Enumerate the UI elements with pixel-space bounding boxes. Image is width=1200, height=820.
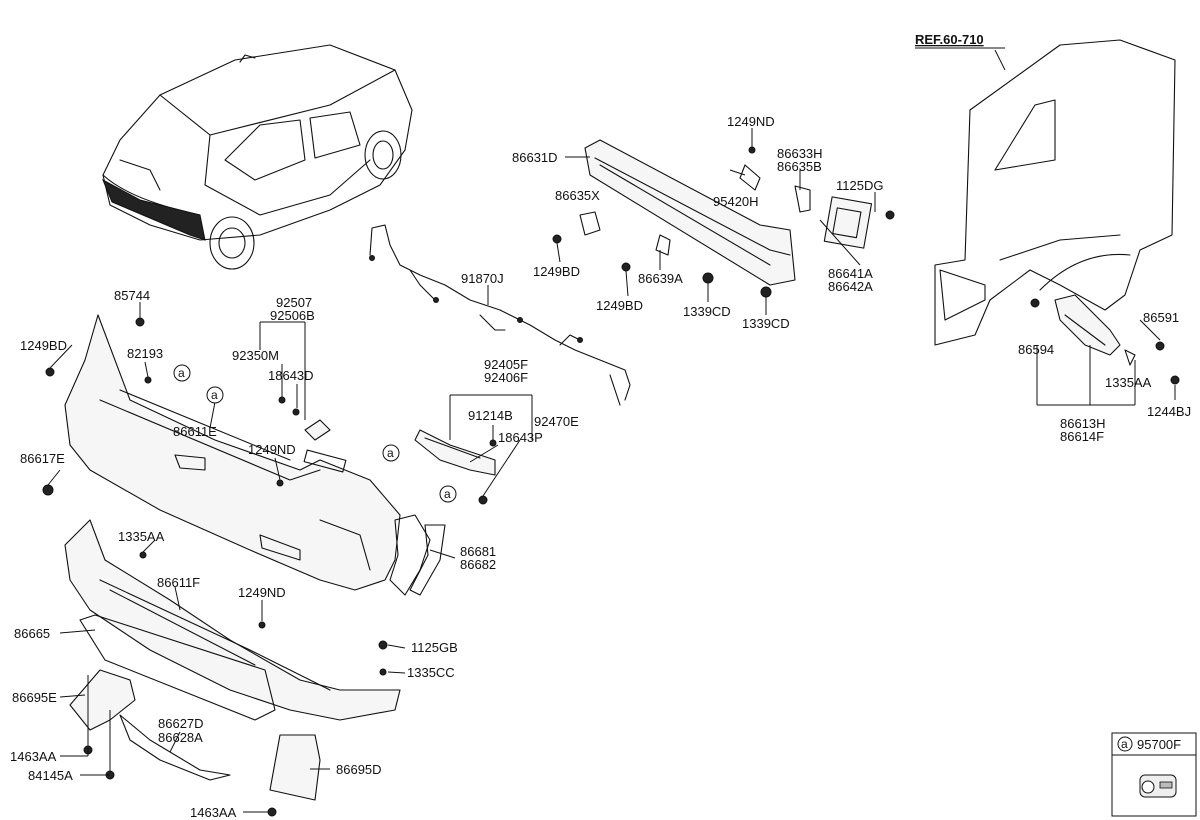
- label-86633H: 86633H: [777, 146, 823, 161]
- fasteners: [42, 317, 388, 676]
- label-86695E: 86695E: [12, 690, 57, 705]
- quarter-panel-illustration: [934, 39, 1176, 346]
- label-86695D: 86695D: [336, 762, 382, 777]
- skid-plate: [79, 614, 276, 721]
- label-1249ND-mid: 1249ND: [248, 442, 296, 457]
- label-1244BJ: 1244BJ: [1147, 404, 1191, 419]
- label-1249BD-b: 1249BD: [596, 298, 643, 313]
- label-1249ND-top: 1249ND: [727, 114, 775, 129]
- side-bracket: [1030, 294, 1180, 385]
- label-86682: 86682: [460, 557, 496, 572]
- label-1249ND-low: 1249ND: [238, 585, 286, 600]
- label-92507: 92507: [276, 295, 312, 310]
- ref-label: REF.60-710: [915, 32, 984, 47]
- label-1339CD-a: 1339CD: [683, 304, 731, 319]
- label-86631D: 86631D: [512, 150, 558, 165]
- label-86591: 86591: [1143, 310, 1179, 325]
- license-lamp: [278, 396, 331, 441]
- label-91870J: 91870J: [461, 271, 504, 286]
- label-86665: 86665: [14, 626, 50, 641]
- lower-brackets: [69, 669, 321, 817]
- label-86628A: 86628A: [158, 730, 203, 745]
- label-85744: 85744: [114, 288, 150, 303]
- label-86642A: 86642A: [828, 279, 873, 294]
- reflector-lamp: [414, 429, 497, 505]
- label-1249BD-c: 1249BD: [20, 338, 67, 353]
- label-1249BD-a: 1249BD: [533, 264, 580, 279]
- legend-letter: a: [1121, 737, 1128, 751]
- label-92350M: 92350M: [232, 348, 279, 363]
- back-beam: [552, 139, 895, 298]
- part-labels: REF.60-710 86631D 1249ND 86633H 86635B 8…: [10, 32, 1191, 820]
- label-86681: 86681: [460, 544, 496, 559]
- label-18643P: 18643P: [498, 430, 543, 445]
- label-82193: 82193: [127, 346, 163, 361]
- callout-a-2: a: [211, 388, 218, 402]
- label-1335CC: 1335CC: [407, 665, 455, 680]
- label-86614F: 86614F: [1060, 429, 1104, 444]
- label-1463AA-b: 1463AA: [190, 805, 237, 820]
- label-86635X: 86635X: [555, 188, 600, 203]
- label-86627D: 86627D: [158, 716, 204, 731]
- legend-part: 95700F: [1137, 737, 1181, 752]
- wiring-harness: [369, 224, 631, 406]
- parking-sensor-icon: [1139, 774, 1177, 798]
- vehicle-illustration: [102, 44, 413, 270]
- callout-a-3: a: [387, 446, 394, 460]
- label-92470E: 92470E: [534, 414, 579, 429]
- label-1335AA-left: 1335AA: [118, 529, 165, 544]
- callout-markers: a a a a: [173, 364, 457, 503]
- label-1463AA-a: 1463AA: [10, 749, 57, 764]
- label-86611F: 86611F: [157, 575, 200, 590]
- label-92405F: 92405F: [484, 357, 528, 372]
- label-86641A: 86641A: [828, 266, 873, 281]
- label-18643D: 18643D: [268, 368, 314, 383]
- rear-bumper-cover: [64, 314, 401, 591]
- label-86594: 86594: [1018, 342, 1054, 357]
- label-92406F: 92406F: [484, 370, 528, 385]
- label-86635B: 86635B: [777, 159, 822, 174]
- callout-a-4: a: [444, 487, 451, 501]
- callout-a-1: a: [178, 366, 185, 380]
- label-1335AA-right: 1335AA: [1105, 375, 1152, 390]
- label-84145A: 84145A: [28, 768, 73, 783]
- legend-box: a 95700F: [1111, 732, 1197, 817]
- label-86611E: 86611E: [173, 424, 217, 439]
- label-86639A: 86639A: [638, 271, 683, 286]
- leader-lines: [47, 47, 1176, 813]
- lower-bumper: [64, 519, 401, 721]
- label-86617E: 86617E: [20, 451, 65, 466]
- label-91214B: 91214B: [468, 408, 513, 423]
- label-1125GB: 1125GB: [411, 640, 458, 655]
- label-92506B: 92506B: [270, 308, 315, 323]
- reflector-strip: [389, 514, 446, 596]
- label-86613H: 86613H: [1060, 416, 1106, 431]
- label-95420H: 95420H: [713, 194, 759, 209]
- label-1339CD-b: 1339CD: [742, 316, 790, 331]
- label-1125DG: 1125DG: [836, 178, 883, 193]
